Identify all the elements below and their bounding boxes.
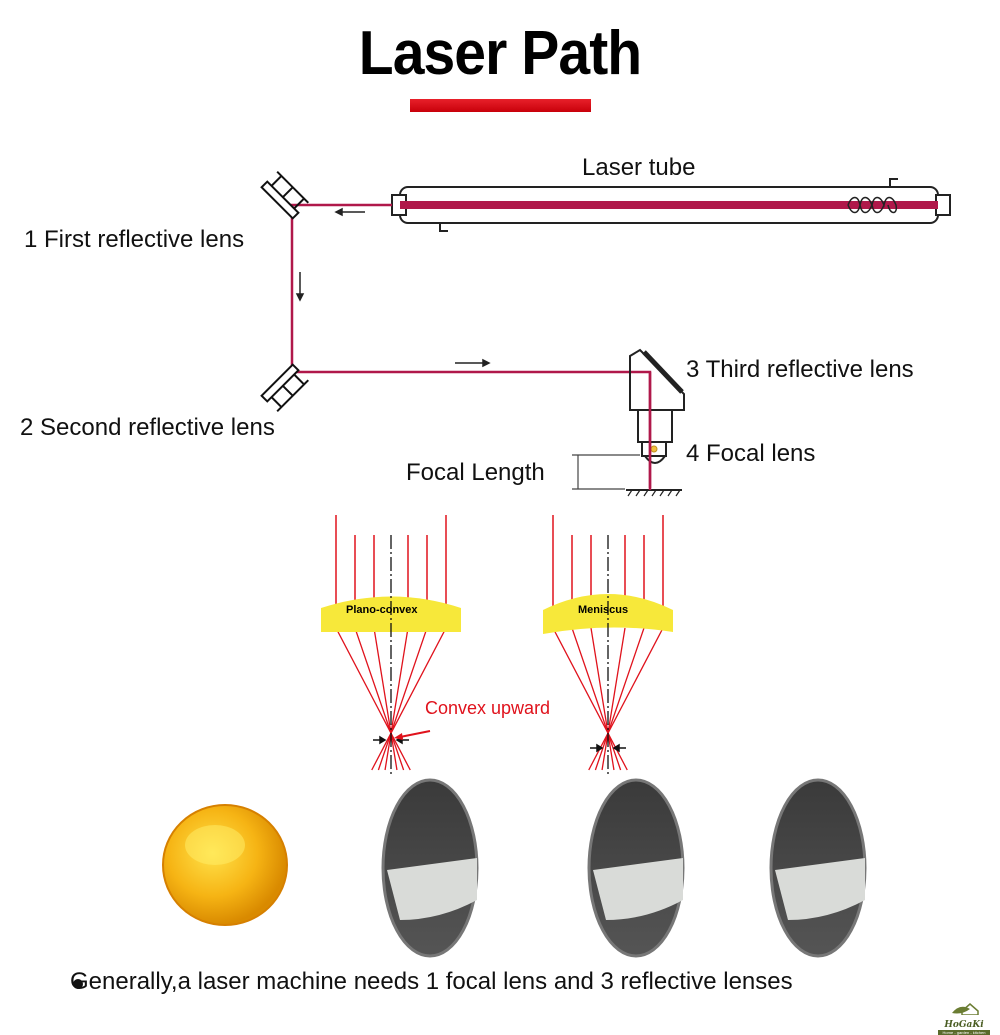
plano-convex-diagram	[321, 515, 461, 775]
direction-arrows	[295, 207, 491, 368]
laser-beam	[290, 203, 652, 488]
annotation-arrow	[399, 730, 431, 738]
refracted-ray	[590, 627, 615, 771]
laser-tube-label: Laser tube	[582, 154, 696, 181]
refracted-ray	[571, 627, 622, 771]
annotation-arrowhead	[394, 733, 403, 740]
focal-lens-photo	[162, 804, 288, 926]
laser-tube	[391, 178, 951, 232]
meniscus-label: Meniscus	[578, 604, 629, 616]
refracted-ray	[552, 627, 628, 771]
house-leaf-icon	[952, 1003, 979, 1016]
meniscus-diagram	[543, 515, 673, 775]
mirror-photo-2	[587, 778, 685, 958]
refracted-ray	[335, 627, 411, 771]
logo-name: HoGaKi	[944, 1020, 984, 1030]
convex-upward-annotation: Convex upward	[425, 698, 551, 718]
mirror-photo-1	[381, 778, 479, 958]
focus-arrows	[590, 743, 626, 753]
mirror-photo-3	[769, 778, 867, 958]
bullet-icon	[73, 979, 83, 989]
footer-note: Generally,a laser machine needs 1 focal …	[70, 968, 793, 995]
refracted-ray	[371, 627, 447, 771]
refracted-ray	[384, 627, 409, 771]
refracted-ray	[373, 627, 398, 771]
refracted-ray	[588, 627, 664, 771]
laser-head	[626, 348, 685, 497]
focal-length-label: Focal Length	[406, 459, 545, 486]
mirror-3-label: 3 Third reflective lens	[686, 356, 914, 383]
mirror-2-label: 2 Second reflective lens	[20, 414, 275, 441]
refracted-ray	[354, 627, 405, 771]
mirror-1-label: 1 First reflective lens	[24, 226, 245, 253]
mirror-1-icon	[260, 171, 309, 220]
page-title: Laser Path	[358, 19, 642, 88]
focal-lens-label: 4 Focal lens	[686, 440, 816, 467]
refracted-ray	[377, 627, 428, 771]
refracted-ray	[594, 627, 645, 771]
refracted-ray	[601, 627, 626, 771]
plano-convex-label: Plano-convex	[346, 604, 418, 616]
focal-length-dimension	[572, 454, 640, 490]
title-underline	[410, 99, 591, 112]
mirror-2-icon	[260, 363, 309, 412]
hogaki-logo: HoGaKi Home - garden - kitchen	[938, 1001, 990, 1035]
